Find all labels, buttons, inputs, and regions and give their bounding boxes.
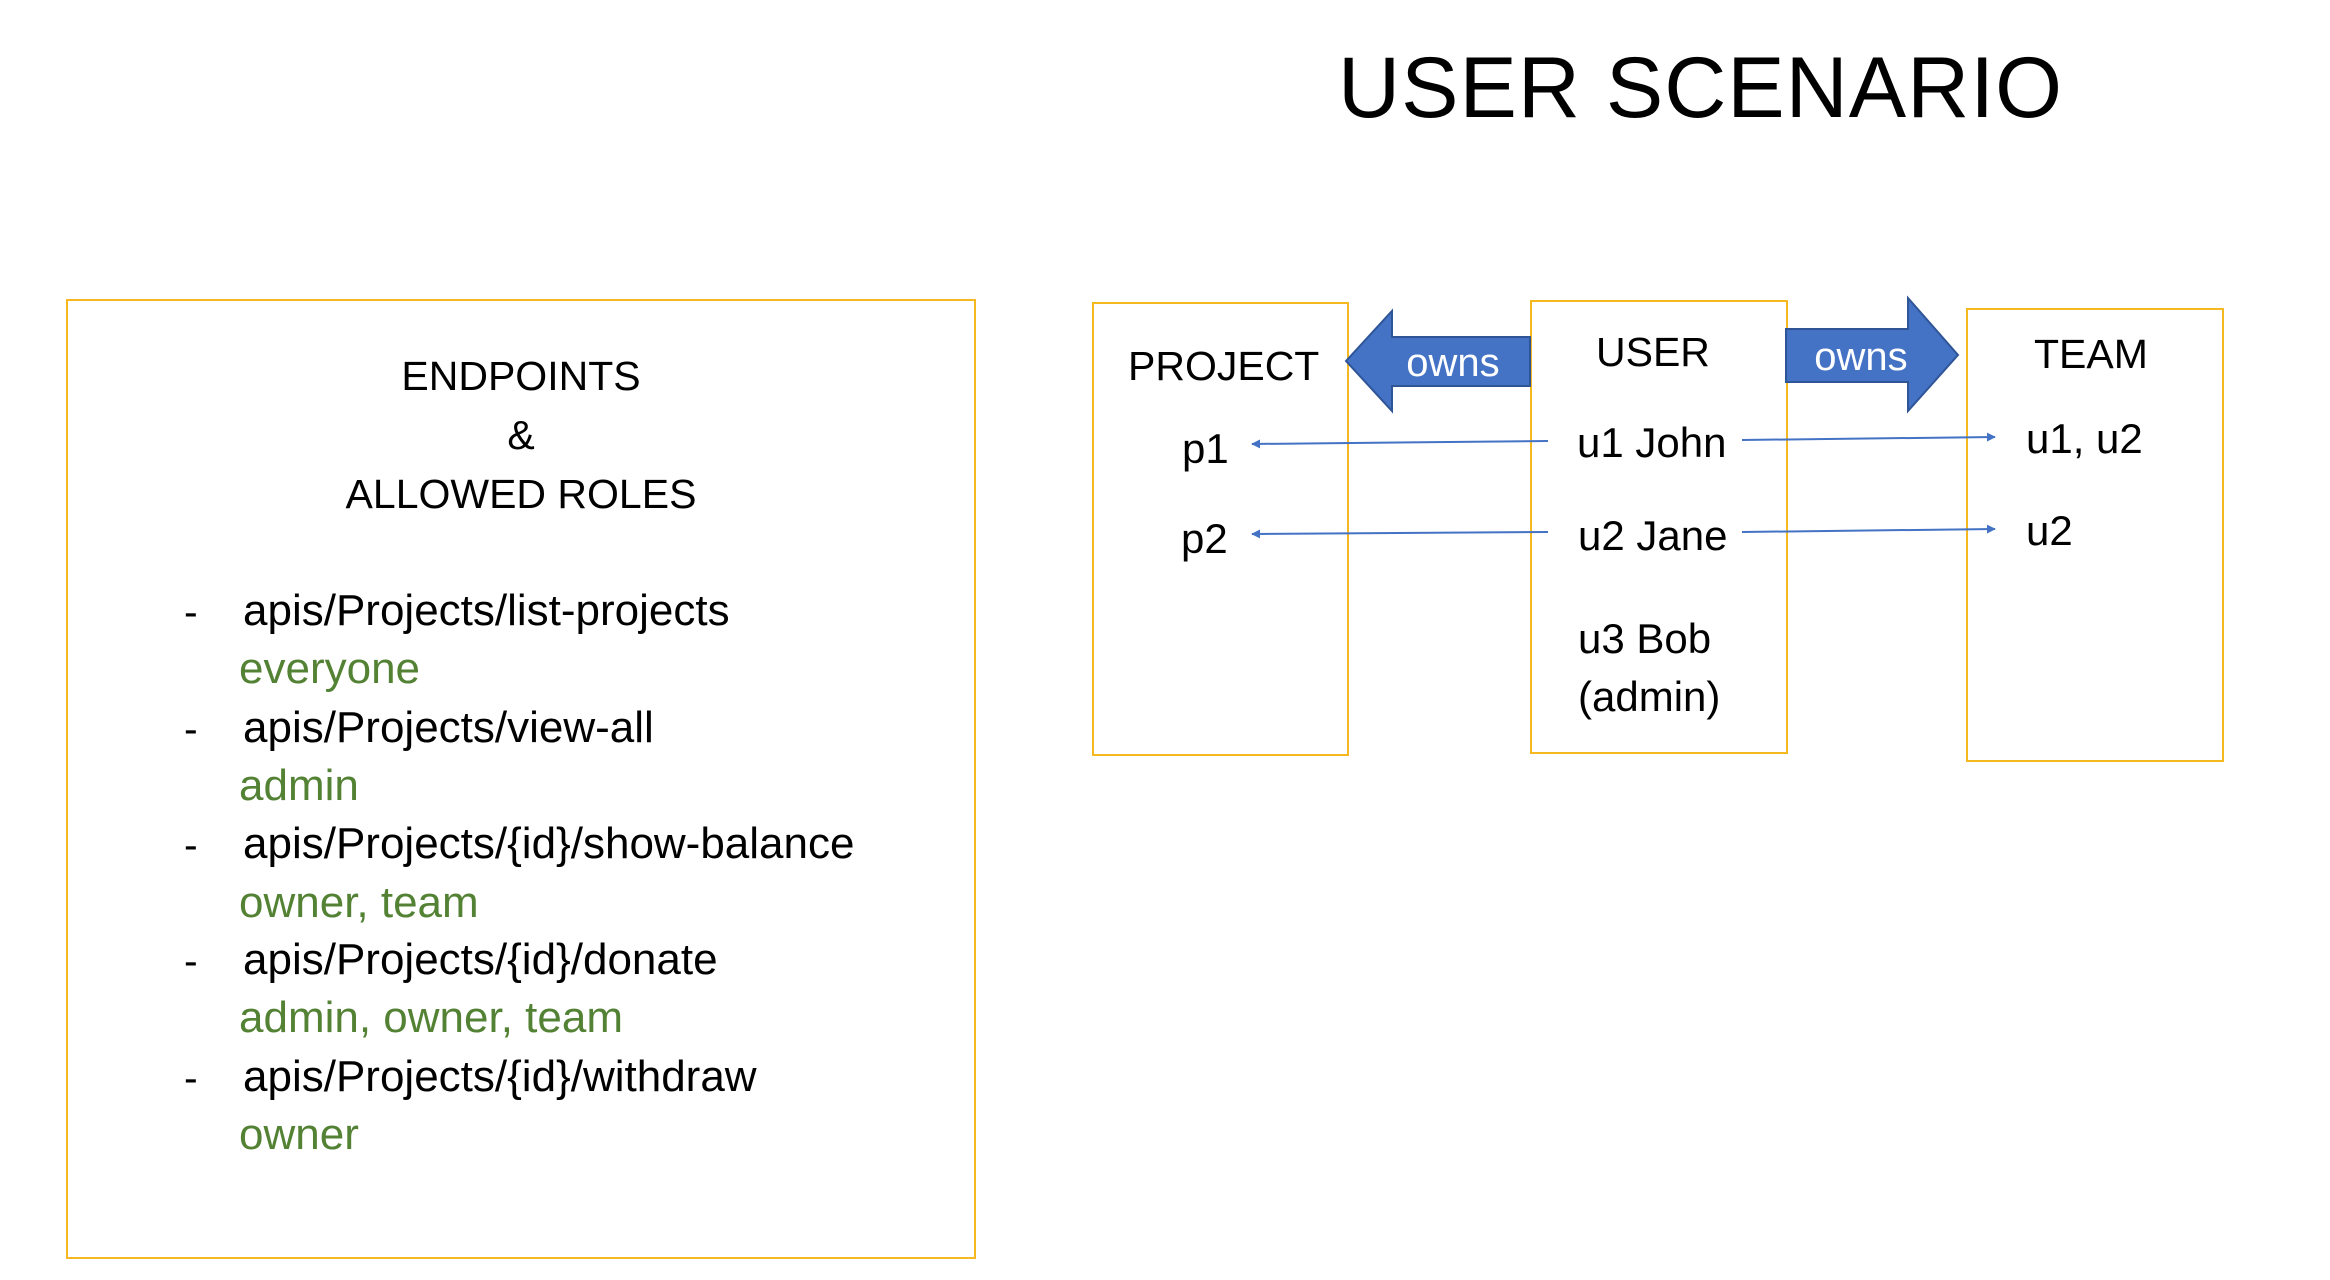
user-item: (admin) — [1578, 673, 1721, 720]
endpoint-bullet: - — [184, 589, 198, 635]
page-title: USER SCENARIO — [1338, 40, 2064, 136]
owns-arrow-left: owns — [1344, 308, 1531, 414]
endpoint-bullet: - — [184, 822, 198, 868]
endpoint-roles: owner — [239, 1110, 359, 1159]
connector-u1-to-p1 — [1251, 439, 1549, 449]
user-item: u2 Jane — [1578, 512, 1728, 559]
team-title: TEAM — [2034, 331, 2148, 377]
endpoint-path: apis/Projects/{id}/withdraw — [243, 1052, 757, 1101]
owns-label-right: owns — [1814, 335, 1907, 379]
endpoint-path: apis/Projects/list-projects — [243, 586, 730, 635]
project-box: PROJECT p1 p2 — [1092, 302, 1349, 756]
endpoints-header-line-3: ALLOWED ROLES — [345, 471, 697, 517]
endpoint-path: apis/Projects/view-all — [243, 703, 654, 752]
user-box: USER u1 John u2 Jane u3 Bob (admin) — [1530, 300, 1788, 754]
user-item: u1 John — [1577, 419, 1727, 466]
owns-arrow-right: owns — [1785, 295, 1960, 414]
endpoints-header-line-1: ENDPOINTS — [401, 353, 641, 399]
project-item: p1 — [1182, 425, 1229, 472]
endpoint-bullet: - — [184, 706, 198, 752]
team-item: u2 — [2026, 507, 2073, 554]
endpoints-panel: ENDPOINTS & ALLOWED ROLES - apis/Project… — [66, 299, 976, 1259]
endpoint-roles: everyone — [239, 644, 421, 693]
endpoint-path: apis/Projects/{id}/show-balance — [243, 819, 855, 868]
project-title: PROJECT — [1128, 343, 1320, 389]
connector-u2-to-team — [1741, 524, 1996, 534]
connector-u2-to-p2 — [1251, 529, 1549, 539]
owns-label-left: owns — [1406, 341, 1499, 385]
endpoints-header-line-2: & — [507, 412, 535, 458]
connector-u1-to-team — [1741, 432, 1996, 442]
user-item: u3 Bob — [1578, 615, 1712, 662]
team-item: u1, u2 — [2026, 415, 2143, 462]
user-title: USER — [1596, 329, 1710, 375]
endpoint-bullet: - — [184, 938, 198, 984]
endpoint-bullet: - — [184, 1055, 198, 1101]
endpoint-roles: admin, owner, team — [239, 993, 623, 1042]
endpoint-path: apis/Projects/{id}/donate — [243, 935, 718, 984]
endpoint-roles: owner, team — [239, 878, 479, 927]
endpoint-roles: admin — [239, 761, 359, 810]
team-box: TEAM u1, u2 u2 — [1966, 308, 2224, 762]
project-item: p2 — [1181, 515, 1228, 562]
